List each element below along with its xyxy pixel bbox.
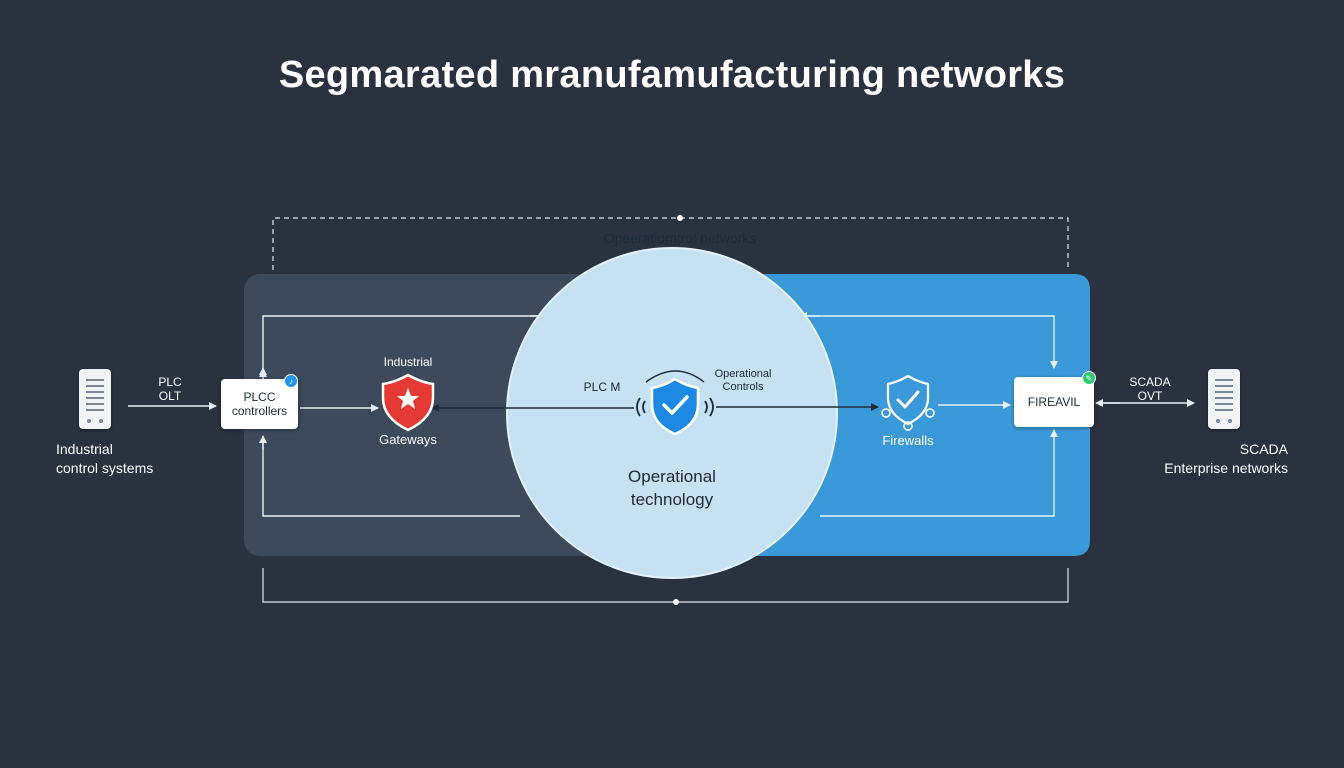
gateway-label: Gateways — [379, 432, 437, 447]
plc-olt-label: PLC OLT — [158, 375, 182, 403]
operational-controls-label: Operational Controls — [714, 368, 772, 393]
red-shield-star-icon — [381, 373, 435, 432]
right-loop-top — [800, 315, 1058, 369]
music-note-icon: ♪ — [284, 374, 298, 388]
frame-top-node — [677, 215, 683, 221]
ics-label: Industrial control systems — [56, 441, 154, 476]
scada-ovt-label: SCADA OVT — [1129, 375, 1171, 403]
network-shield-icon — [881, 374, 935, 431]
plc-controllers-box[interactable]: PLCC controllers — [221, 379, 298, 429]
left-loop-top — [259, 315, 550, 377]
bracket-bottom-node — [673, 599, 679, 605]
enterprise-label: SCADA Enterprise networks — [1164, 441, 1288, 476]
diagram-title: Segmarated mranufamufacturing networks — [278, 54, 1066, 96]
gateway-top-label: Industrial — [383, 355, 433, 369]
ics-server-icon — [79, 369, 111, 429]
bottom-bracket — [262, 568, 1069, 603]
pencil-icon: ✎ — [1082, 371, 1096, 385]
firewalls-label: Firewalls — [882, 433, 934, 448]
left-loop-bottom — [262, 436, 520, 517]
right-loop-bottom — [820, 429, 1058, 517]
ot-network-label: Opeeratiomtrol networks — [603, 230, 757, 246]
ot-center-label: Operational technology — [628, 467, 716, 509]
shield-check-icon — [636, 370, 714, 436]
enterprise-server-icon — [1208, 369, 1240, 429]
firewall-box[interactable]: FIREAVIL — [1014, 377, 1094, 427]
outer-dashed-frame — [272, 217, 1069, 270]
plc-m-label: PLC M — [583, 380, 621, 394]
